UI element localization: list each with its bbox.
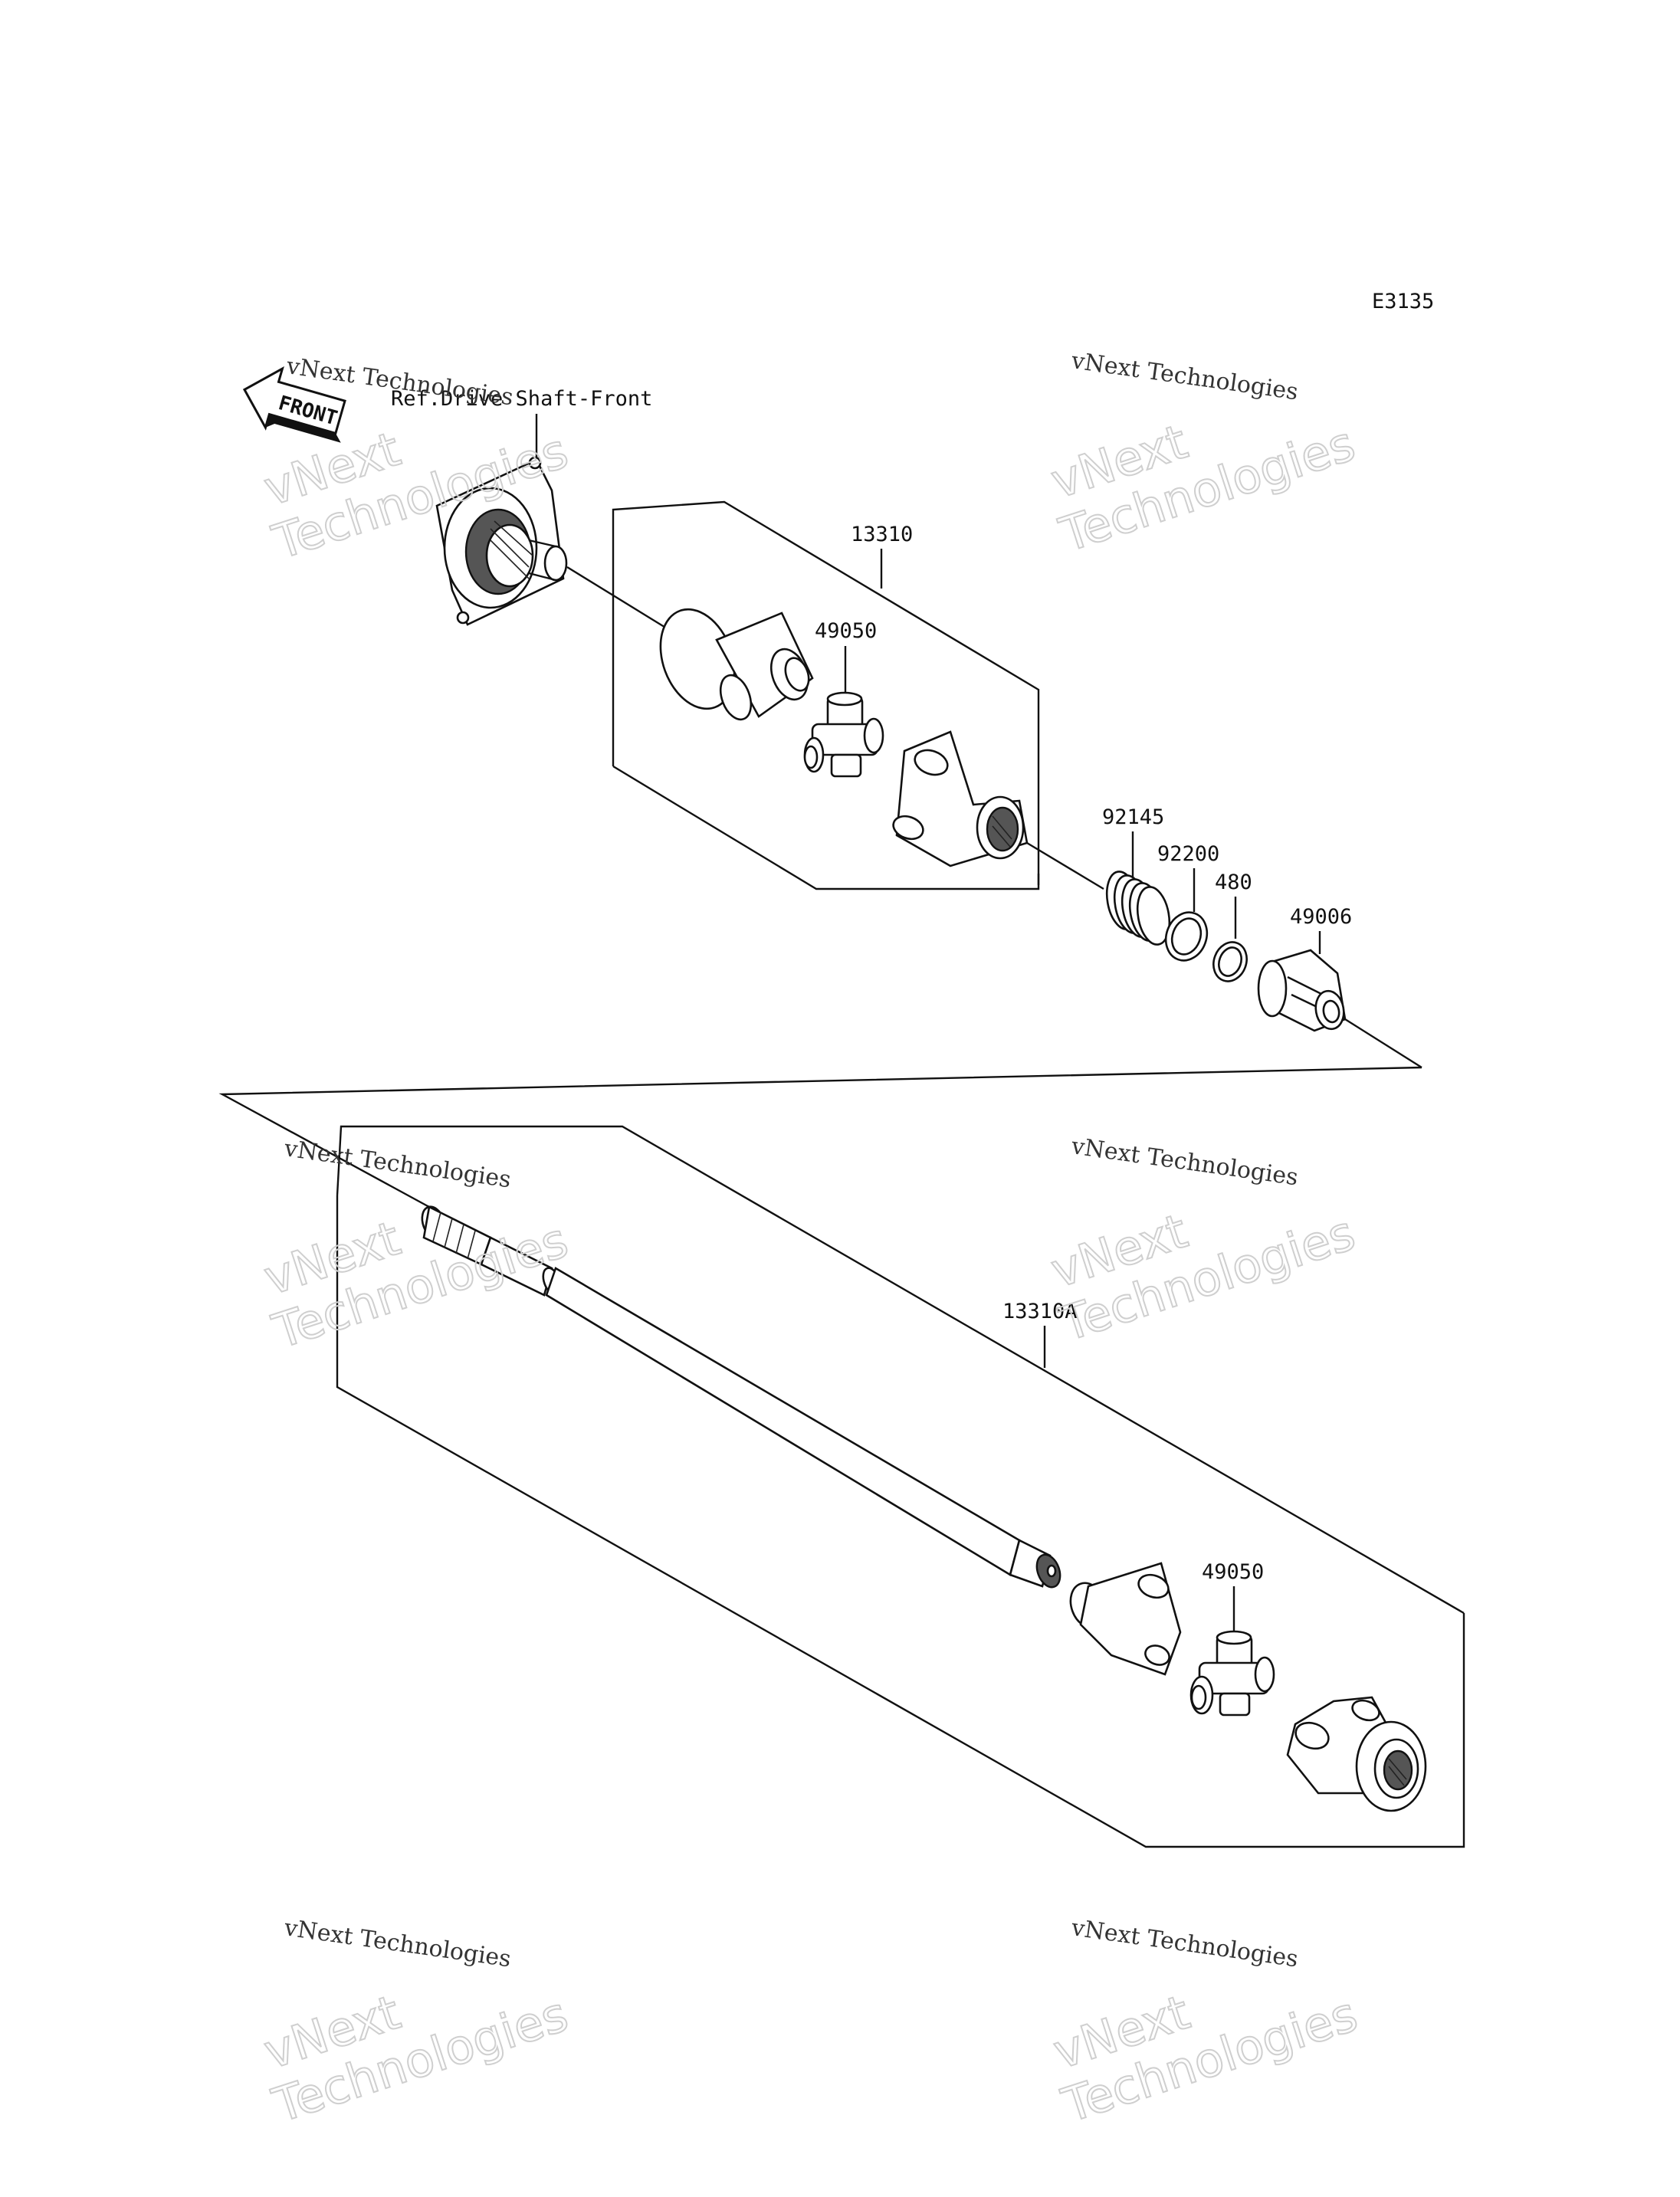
front-yoke-right — [892, 730, 1029, 867]
svg-text:vNext Technologies: vNext Technologies — [282, 1914, 513, 1972]
drive-shaft-13310A — [421, 1205, 1061, 1589]
callout-92145: 92145 — [1102, 805, 1164, 829]
ring-92200 — [1164, 911, 1209, 962]
ring-480 — [1212, 941, 1248, 982]
callout-13310: 13310 — [851, 523, 913, 546]
svg-text:vNext Technologies: vNext Technologies — [1069, 1133, 1300, 1191]
callout-49050-rear: 49050 — [1202, 1560, 1264, 1584]
connector-line — [218, 1066, 1422, 1208]
svg-text:vNext Technologies: vNext Technologies — [1069, 1914, 1300, 1972]
universal-joint-front — [803, 691, 884, 778]
callout-49006: 49006 — [1290, 905, 1352, 929]
spring-92145 — [1105, 871, 1171, 946]
callout-92200: 92200 — [1157, 842, 1219, 866]
callout-480: 480 — [1215, 871, 1252, 894]
svg-text:vNext Technologies: vNext Technologies — [282, 1135, 513, 1193]
reference-note: Ref.Drive Shaft-Front — [391, 387, 652, 411]
watermark-6: vNext Technologies vNext Technologies — [1046, 1914, 1364, 2134]
bracket-13310 — [612, 500, 1040, 885]
watermark-2: vNext Technologies vNext Technologies — [1044, 347, 1362, 564]
watermark-5: vNext Technologies vNext Technologies — [257, 1914, 575, 2134]
watermark-3: vNext Technologies vNext Technologies — [257, 1135, 575, 1360]
universal-joint-rear — [1189, 1630, 1275, 1717]
boot-49006 — [1257, 949, 1347, 1032]
callout-49050-front: 49050 — [815, 619, 877, 643]
front-yoke-left — [659, 608, 814, 721]
watermark-4: vNext Technologies vNext Technologies — [1044, 1133, 1362, 1353]
front-output-flange — [435, 456, 568, 626]
front-arrow-icon: FRONT — [242, 366, 346, 443]
rear-yoke-left — [1069, 1562, 1182, 1676]
svg-text:vNext Technologies: vNext Technologies — [1069, 347, 1300, 405]
bracket-13310A — [336, 1195, 1465, 1848]
diagram-code: E3135 — [1372, 290, 1434, 313]
callout-13310A: 13310A — [1002, 1300, 1078, 1323]
rear-yoke-right — [1286, 1696, 1427, 1812]
